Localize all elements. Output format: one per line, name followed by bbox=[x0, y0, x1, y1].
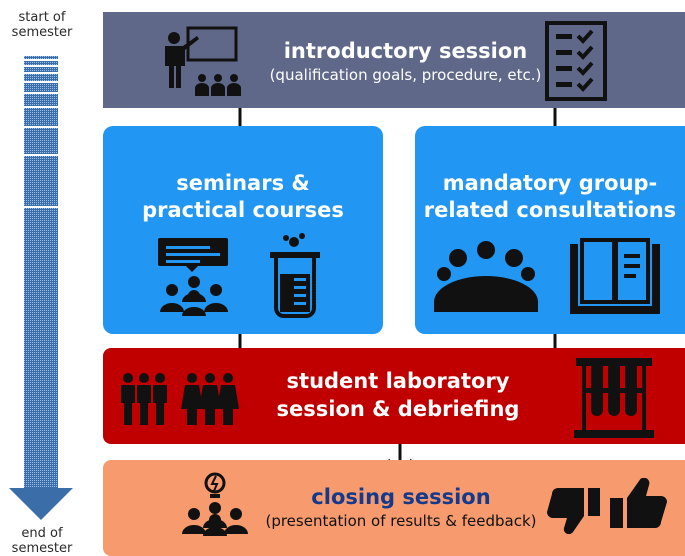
open-book-icon bbox=[570, 238, 660, 314]
consultations-title-line2: related consultations bbox=[423, 198, 677, 222]
consultations-title-line1: mandatory group- bbox=[442, 171, 658, 195]
thumbs-up-icon bbox=[610, 478, 667, 528]
thumbs-down-icon bbox=[547, 488, 600, 534]
lab-title-line2: session & debriefing bbox=[276, 397, 520, 421]
checklist-icon bbox=[545, 21, 607, 101]
timeline-end-label: end of semester bbox=[11, 526, 73, 556]
meeting-table-icon bbox=[434, 241, 538, 312]
seminars-title-line1: seminars & bbox=[176, 171, 310, 195]
intro-title: introductory session bbox=[283, 39, 528, 63]
intro-subtitle: (qualification goals, procedure, etc.) bbox=[269, 66, 542, 84]
teacher-icon bbox=[165, 26, 241, 96]
presentation-audience-icon bbox=[158, 238, 228, 316]
test-tubes-icon bbox=[574, 358, 654, 438]
student-group-icon bbox=[121, 373, 239, 425]
seminars-box: seminars & practical courses bbox=[103, 126, 383, 334]
lab-title-line1: student laboratory bbox=[286, 369, 510, 393]
beaker-icon bbox=[270, 233, 320, 318]
closing-subtitle: (presentation of results & feedback) bbox=[265, 512, 537, 530]
idea-team-icon bbox=[182, 472, 248, 536]
closing-session-box: closing session (presentation of results… bbox=[103, 460, 685, 556]
closing-title: closing session bbox=[311, 485, 491, 509]
seminars-title-line2: practical courses bbox=[142, 198, 344, 222]
timeline-arrow bbox=[9, 56, 73, 520]
timeline-start-label: start of semester bbox=[11, 10, 73, 40]
